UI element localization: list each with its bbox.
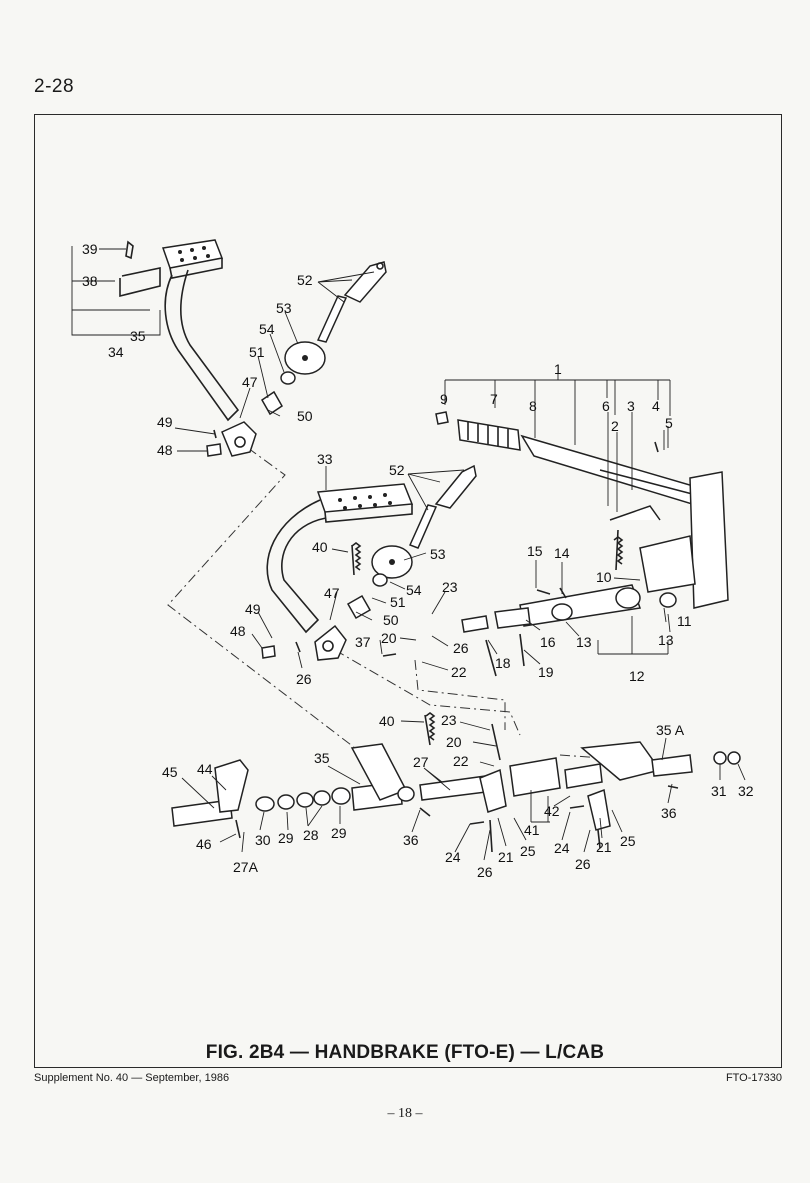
- callout: 48: [230, 623, 246, 639]
- callout: 21: [596, 839, 612, 855]
- callout: 22: [451, 664, 467, 680]
- callout: 34: [108, 344, 124, 360]
- callout: 31: [711, 783, 727, 799]
- callout: 47: [242, 374, 258, 390]
- callout: 8: [529, 398, 537, 414]
- callout: 25: [620, 833, 636, 849]
- callout: 20: [381, 630, 397, 646]
- callout: 24: [445, 849, 461, 865]
- callout: 3: [627, 398, 635, 414]
- callout: 28: [303, 827, 319, 843]
- callout: 2: [611, 418, 619, 434]
- callout: 47: [324, 585, 340, 601]
- callout: 30: [255, 832, 271, 848]
- page-folio: – 18 –: [387, 1106, 423, 1121]
- callout: 1: [554, 361, 562, 377]
- callout: 52: [389, 462, 405, 478]
- callout: 29: [331, 825, 347, 841]
- callout: 9: [440, 391, 448, 407]
- callout: 24: [554, 840, 570, 856]
- callout: 14: [554, 545, 570, 561]
- callout: 48: [157, 442, 173, 458]
- callout: 23: [442, 579, 458, 595]
- callout: 5: [665, 415, 673, 431]
- callout: 35: [314, 750, 330, 766]
- callout: 4: [652, 398, 660, 414]
- pedal-pivot-bracket-upper: [206, 421, 257, 457]
- alignment-line: [167, 447, 356, 749]
- callout: 19: [538, 664, 554, 680]
- callout: 46: [196, 836, 212, 852]
- callout: 20: [446, 734, 462, 750]
- callout: 45: [162, 764, 178, 780]
- brake-cross-shaft: [171, 653, 741, 853]
- callout: 26: [296, 671, 312, 687]
- supplement-note: Supplement No. 40 — September, 1986: [34, 1072, 230, 1084]
- callout: 53: [276, 300, 292, 316]
- callout: 13: [658, 632, 674, 648]
- callout: 54: [406, 582, 422, 598]
- callout-labels: 1 2 3 4 5 6 7 8 9 10 11 12 13 13 14 15 1…: [82, 241, 754, 880]
- pedal-pivot-bracket-lower: [261, 624, 347, 661]
- callout: 26: [575, 856, 591, 872]
- callout: 37: [355, 634, 371, 650]
- callout: 49: [245, 601, 261, 617]
- callout: 53: [430, 546, 446, 562]
- page-number: 2-28: [34, 76, 75, 97]
- callout: 52: [297, 272, 313, 288]
- callout: 44: [197, 761, 213, 777]
- return-spring: [351, 536, 624, 741]
- callout: 23: [441, 712, 457, 728]
- callout: 7: [490, 391, 498, 407]
- callout: 13: [576, 634, 592, 650]
- callout: 21: [498, 849, 514, 865]
- callout: 35 A: [656, 722, 685, 738]
- callout: 50: [297, 408, 313, 424]
- callout: 33: [317, 451, 333, 467]
- callout: 10: [596, 569, 612, 585]
- callout: 27A: [233, 859, 259, 875]
- callout: 51: [390, 594, 406, 610]
- callout: 40: [312, 539, 328, 555]
- callout: 41: [524, 822, 540, 838]
- figure-frame: [34, 114, 782, 1068]
- callout: 51: [249, 344, 265, 360]
- callout: 42: [544, 803, 560, 819]
- callout: 11: [677, 613, 692, 629]
- alignment-line: [414, 659, 506, 730]
- callout: 40: [379, 713, 395, 729]
- callout: 39: [82, 241, 98, 257]
- callout: 29: [278, 830, 294, 846]
- callout: 49: [157, 414, 173, 430]
- handbrake-pivot-assembly: [461, 505, 696, 677]
- document-code: FTO-17330: [725, 1072, 782, 1084]
- callout: 15: [527, 543, 543, 559]
- leader-lines: [71, 246, 746, 861]
- callout: 16: [540, 634, 556, 650]
- callout: 36: [661, 805, 677, 821]
- callout: 27: [413, 754, 429, 770]
- callout: 25: [520, 843, 536, 859]
- upper-brake-pedal: [119, 239, 240, 422]
- callout: 32: [738, 783, 754, 799]
- callout: 12: [629, 668, 645, 684]
- callout: 50: [383, 612, 399, 628]
- callout: 18: [495, 655, 511, 671]
- callout: 26: [477, 864, 493, 880]
- alignment-line: [334, 649, 521, 736]
- callout: 38: [82, 273, 98, 289]
- callout: 35: [130, 328, 146, 344]
- figure-caption: FIG. 2B4 — HANDBRAKE (FTO-E) — L/CAB: [205, 1042, 605, 1063]
- callout: 26: [453, 640, 469, 656]
- callout: 54: [259, 321, 275, 337]
- upper-linkage-rod: [261, 261, 387, 416]
- callout: 6: [602, 398, 610, 414]
- callout: 36: [403, 832, 419, 848]
- callout: 22: [453, 753, 469, 769]
- lower-linkage-rod: [346, 464, 477, 620]
- lower-brake-pedal: [266, 483, 414, 634]
